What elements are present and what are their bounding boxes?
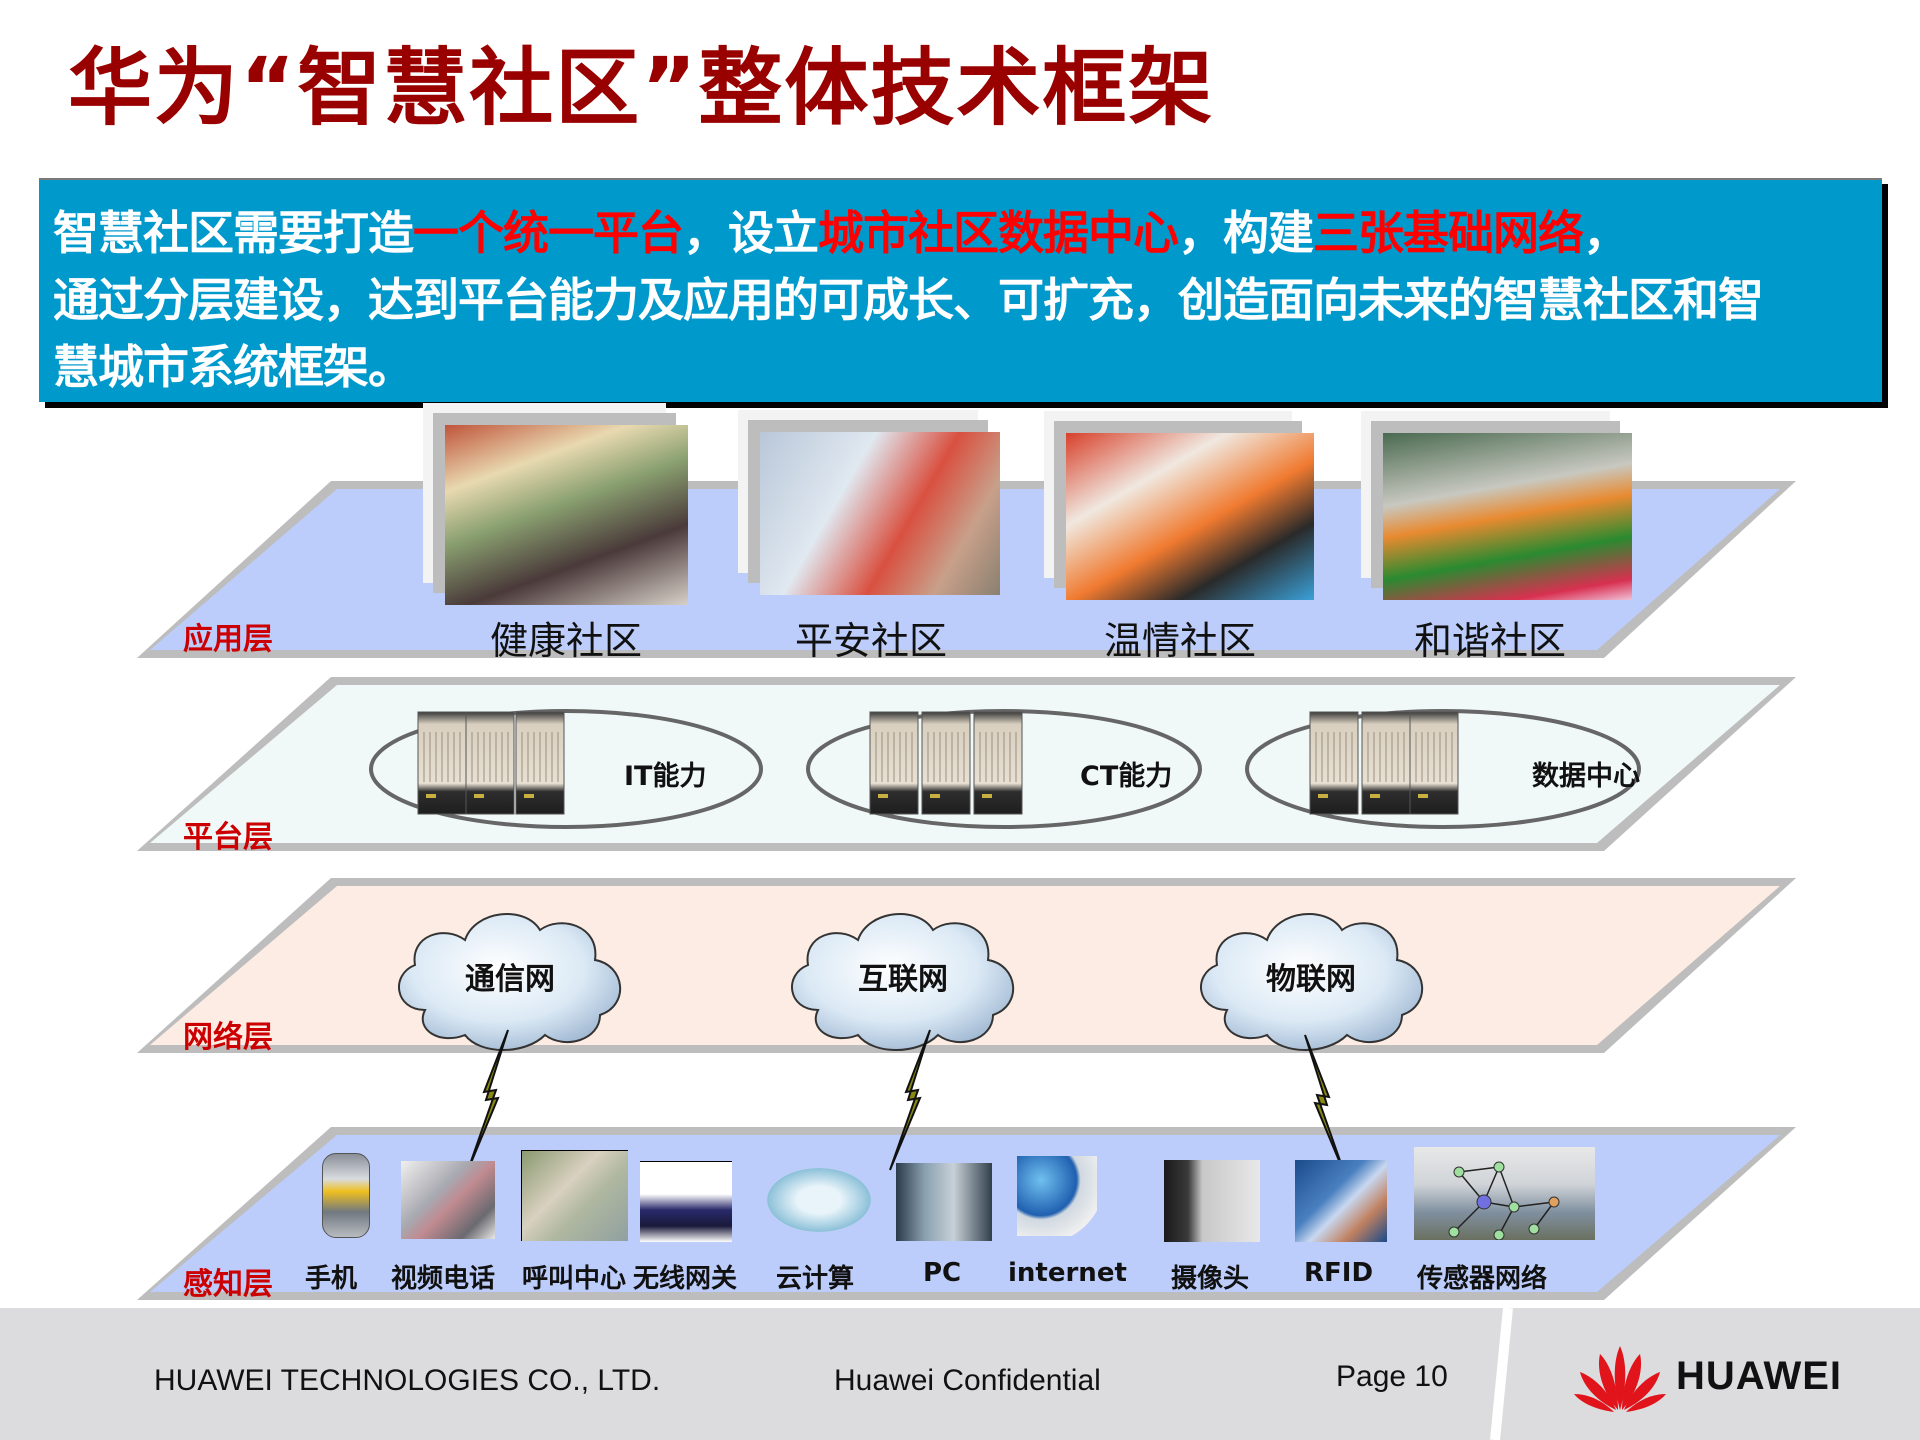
app-caption-safety: 平安社区 [795, 619, 948, 663]
rfid-card-icon [1295, 1160, 1387, 1242]
pc-user-icon [896, 1163, 992, 1241]
call-center-icon [521, 1150, 628, 1241]
network-internet-cloud: 互联网 [858, 962, 948, 997]
device-label-call-center: 呼叫中心 [522, 1264, 627, 1294]
summary-highlight-unified-platform: 一个统一平台 [413, 206, 684, 260]
footer-page-number: Page 10 [1336, 1360, 1448, 1393]
summary-text: ，设立 [683, 206, 819, 260]
footer-divider [1490, 1308, 1513, 1440]
huawei-logo-text: HUAWEI [1676, 1354, 1842, 1398]
summary-highlight-three-networks: 三张基础网络 [1313, 206, 1584, 260]
device-label-camera: 摄像头 [1171, 1264, 1250, 1294]
network-telecom-cloud: 通信网 [465, 962, 555, 997]
layer-label-network: 网络层 [183, 1020, 273, 1055]
device-label-mobile: 手机 [305, 1264, 358, 1294]
layer-label-platform: 平台层 [183, 820, 273, 855]
device-label-cloud-computing: 云计算 [776, 1264, 855, 1294]
network-iot-cloud: 物联网 [1266, 962, 1356, 997]
summary-highlight-data-center: 城市社区数据中心 [818, 206, 1179, 260]
community-warmth-photo [1066, 433, 1314, 600]
summary-line-2: 通过分层建设，达到平台能力及应用的可成长、可扩充，创造面向未来的智慧社区和智 [53, 273, 1764, 327]
footer-confidential: Huawei Confidential [834, 1364, 1101, 1397]
device-label-pc: PC [923, 1258, 962, 1288]
community-harmony-photo [1383, 433, 1632, 600]
device-label-wireless-gateway: 无线网关 [633, 1264, 738, 1294]
device-label-sensor-network: 传感器网络 [1417, 1264, 1548, 1294]
internet-globe-icon [1017, 1156, 1097, 1236]
community-safety-photo [760, 432, 1000, 595]
layer-label-application: 应用层 [183, 622, 273, 657]
device-label-video-phone: 视频电话 [391, 1264, 496, 1294]
huawei-logo-icon [1574, 1346, 1666, 1412]
summary-text: ， [1583, 206, 1629, 260]
community-health-photo [445, 425, 688, 605]
camera-icon [1164, 1160, 1260, 1242]
summary-text: 智慧社区需要打造 [53, 206, 414, 260]
platform-it-capability: IT能力 [624, 761, 707, 792]
wireless-router-icon [640, 1161, 732, 1242]
device-label-rfid: RFID [1304, 1258, 1374, 1288]
sensor-network-icon [1414, 1147, 1595, 1241]
video-phone-icon [401, 1161, 495, 1239]
app-caption-warmth: 温情社区 [1104, 619, 1257, 663]
layer-label-perception: 感知层 [183, 1267, 273, 1302]
slide-title: 华为“智慧社区”整体技术框架 [68, 39, 1215, 137]
summary-box: 智慧社区需要打造一个统一平台，设立城市社区数据中心，构建三张基础网络， 通过分层… [39, 178, 1882, 402]
cloud-computing-icon [767, 1168, 871, 1232]
footer: HUAWEI TECHNOLOGIES CO., LTD. Huawei Con… [0, 1308, 1920, 1440]
footer-company: HUAWEI TECHNOLOGIES CO., LTD. [154, 1364, 661, 1397]
summary-text: ，构建 [1178, 206, 1314, 260]
summary-line-1: 智慧社区需要打造一个统一平台，设立城市社区数据中心，构建三张基础网络， [53, 200, 1868, 267]
platform-data-center: 数据中心 [1532, 761, 1640, 792]
app-caption-health: 健康社区 [490, 619, 643, 663]
app-caption-harmony: 和谐社区 [1414, 619, 1567, 663]
mobile-phone-icon [322, 1153, 370, 1238]
device-label-internet: internet [1008, 1258, 1127, 1288]
sensor-network-graph [1448, 1161, 1560, 1241]
summary-line-3: 慧城市系统框架。 [53, 340, 414, 394]
platform-ct-capability: CT能力 [1080, 761, 1173, 792]
